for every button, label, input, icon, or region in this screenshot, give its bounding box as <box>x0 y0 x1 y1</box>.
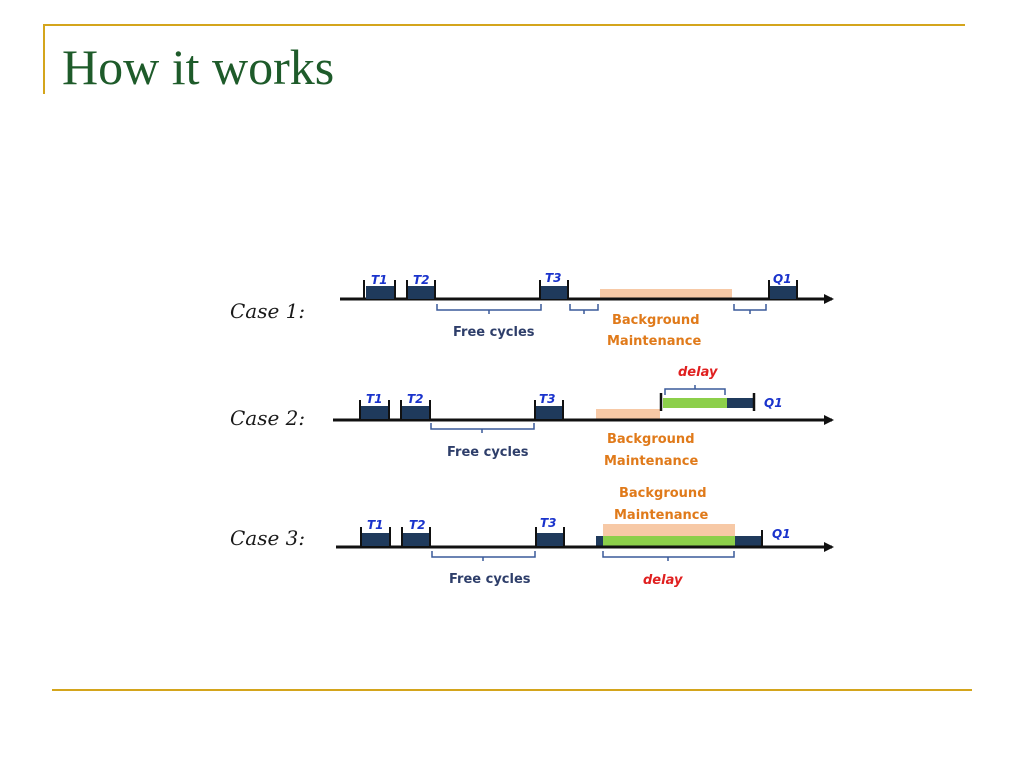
case-2-free-cycles-label: Free cycles <box>447 445 529 460</box>
case-1-t2-label: T2 <box>413 273 430 287</box>
case-3-free-cycles-brace <box>431 551 536 561</box>
case-3-t3-label: T3 <box>540 516 557 530</box>
case-2-delay-bar <box>663 398 727 408</box>
case-3-delay-bar <box>603 536 735 546</box>
case-2-background-maintenance-bar <box>596 409 660 419</box>
case-1-task-q1: Q1 <box>768 272 798 299</box>
case-2-t1-label: T1 <box>366 392 383 406</box>
case-1-bg-label-line1: Background <box>612 313 700 328</box>
case-3-task-t3: T3 <box>535 516 565 547</box>
case-1-small-brace-1 <box>569 304 599 314</box>
case-2-q1-label: Q1 <box>764 396 783 410</box>
case-2-delayed-q1: Q1 <box>659 393 783 411</box>
case-1-small-brace-2 <box>733 304 767 314</box>
case-2-bg-label-line2: Maintenance <box>604 454 698 469</box>
case-1-task-t3: T3 <box>539 271 569 299</box>
case-2-label: Case 2: <box>230 406 305 430</box>
case-1-background-maintenance-bar <box>600 289 732 299</box>
case-3-bar-left-cap <box>596 536 603 546</box>
case-1-t3-label: T3 <box>545 271 562 285</box>
case-1-t1-label: T1 <box>371 273 388 287</box>
case-3-label: Case 3: <box>230 526 305 550</box>
case-3-task-t1: T1 <box>360 518 391 547</box>
case-3-q1-label: Q1 <box>772 527 791 541</box>
case-3-bg-label-line1: Background <box>619 486 707 501</box>
case-3-delay-label: delay <box>643 573 683 588</box>
case-1-label: Case 1: <box>230 299 305 323</box>
case-3-background-maintenance-bar <box>603 524 735 536</box>
case-3: Case 3: T1 T2 T3 Q1 Background Maintenan… <box>230 486 834 588</box>
case-1-q1-label: Q1 <box>773 272 792 286</box>
side-rule <box>43 24 45 94</box>
case-1-task-t2: T2 <box>406 273 436 299</box>
case-2-free-cycles-brace <box>430 423 535 433</box>
case-2: Case 2: T1 T2 T3 Q1 d <box>230 365 834 469</box>
case-3-bg-label-line2: Maintenance <box>614 508 708 523</box>
case-2-task-t2: T2 <box>400 392 431 420</box>
case-2-bg-label-line1: Background <box>607 432 695 447</box>
case-1-task-t1: T1 <box>363 273 396 299</box>
case-2-t2-label: T2 <box>407 392 424 406</box>
case-3-free-cycles-label: Free cycles <box>449 572 531 587</box>
case-2-delay-brace <box>664 385 726 395</box>
case-2-task-t3: T3 <box>534 392 564 420</box>
case-1: Case 1: T1 T2 T3 Q1 <box>230 271 834 349</box>
case-3-task-t2: T2 <box>401 518 431 547</box>
case-3-delay-brace <box>602 551 735 561</box>
top-rule <box>43 24 965 26</box>
case-3-t1-label: T1 <box>367 518 384 532</box>
bottom-rule <box>52 689 972 691</box>
case-3-q1-block <box>735 536 761 546</box>
case-1-free-cycles-label: Free cycles <box>453 325 535 340</box>
case-2-delay-label: delay <box>678 365 718 380</box>
case-2-task-t1: T1 <box>359 392 390 420</box>
case-2-q1-block <box>727 398 753 408</box>
case-2-t3-label: T3 <box>539 392 556 406</box>
case-1-bg-label-line2: Maintenance <box>607 334 701 349</box>
case-1-free-cycles-brace <box>436 304 542 314</box>
slide-title: How it works <box>62 39 335 95</box>
case-3-t2-label: T2 <box>409 518 426 532</box>
